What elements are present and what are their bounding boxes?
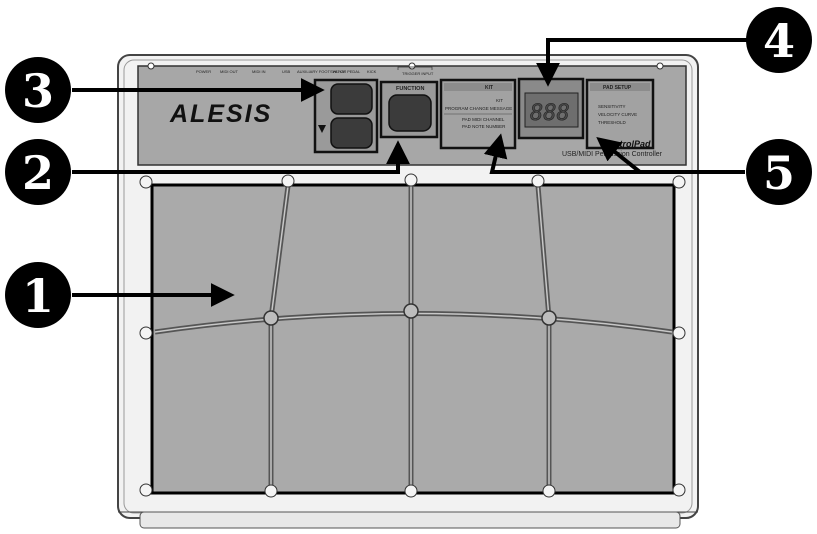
jack-label-kick: KICK: [367, 69, 377, 74]
product-name: ControlPad: [602, 139, 651, 149]
function-label: FUNCTION: [396, 86, 424, 92]
arrow-4: [536, 38, 760, 87]
kit-line-kit: KIT: [496, 98, 503, 103]
kit-line-pad-midi-channel: PAD MIDI CHANNEL: [462, 117, 505, 122]
callout-3-number: 3: [22, 64, 54, 118]
arrow-5b: [596, 137, 642, 174]
jack-label-midi-out: MIDI OUT: [220, 69, 239, 74]
panel-screw: [147, 62, 155, 70]
rim-screws: [139, 173, 686, 498]
callout-2: 2: [5, 139, 71, 205]
led-display: 888: [517, 77, 585, 140]
callout-arrows: [72, 38, 760, 307]
kit-line-pad-note-number: PAD NOTE NUMBER: [462, 124, 506, 129]
jack-label-midi-in: MIDI IN: [252, 69, 266, 74]
callout-4: 4: [746, 7, 812, 73]
up-button[interactable]: [330, 83, 373, 115]
function-button[interactable]: [388, 94, 432, 132]
pad-setup-line-sensitivity: SENSITIVITY: [598, 104, 626, 109]
arrow-2: [72, 140, 410, 174]
callout-5: 5: [746, 139, 812, 205]
jack-label-usb: USB: [282, 69, 291, 74]
callout-5-number: 5: [763, 146, 795, 200]
kit-line-program-change: PROGRAM CHANGE MESSAGE: [445, 106, 512, 111]
rear-jack-labels: POWER MIDI OUT MIDI IN USB AUXILIARY FOO…: [196, 66, 434, 76]
kit-panel-title: KIT: [485, 85, 493, 91]
jack-label-power: POWER: [196, 69, 211, 74]
down-button[interactable]: [330, 117, 373, 149]
callout-1-number: 1: [22, 269, 54, 323]
jack-label-footswitch: AUXILIARY FOOTSWITCH: [297, 69, 346, 74]
display-digits: 888: [530, 101, 570, 126]
kit-panel: KIT KIT PROGRAM CHANGE MESSAGE PAD MIDI …: [439, 78, 517, 150]
pad-setup-panel: PAD SETUP SENSITIVITY VELOCITY CURVE THR…: [585, 78, 655, 150]
pad-setup-line-velocity-curve: VELOCITY CURVE: [598, 112, 637, 117]
pad-setup-line-threshold: THRESHOLD: [598, 120, 627, 125]
up-down-buttons: [313, 78, 379, 154]
callout-3: 3: [5, 57, 71, 123]
panel-screw: [656, 62, 664, 70]
jack-label-hi-hat: HI-HAT PEDAL: [333, 69, 361, 74]
callout-1: 1: [5, 262, 71, 328]
pad-setup-title: PAD SETUP: [603, 85, 632, 91]
pad-surface[interactable]: [150, 183, 676, 495]
jack-label-trigger-input: TRIGGER INPUT: [402, 71, 434, 76]
alesis-logo: ALESIS: [169, 100, 272, 128]
down-arrow-icon: [318, 125, 326, 133]
callout-4-number: 4: [763, 14, 795, 68]
function-button-group: FUNCTION: [379, 80, 439, 139]
arrow-5a: [483, 133, 745, 174]
panel-screw: [408, 62, 416, 70]
callout-2-number: 2: [22, 146, 54, 200]
